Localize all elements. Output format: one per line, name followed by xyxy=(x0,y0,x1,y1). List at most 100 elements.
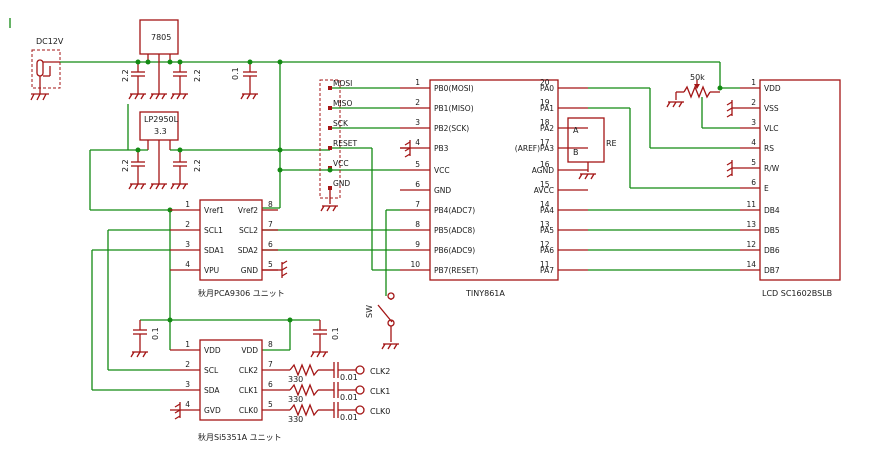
mcu-pin-number: 12 xyxy=(540,240,550,249)
mcu-body xyxy=(429,79,559,281)
capacitor xyxy=(170,62,188,100)
pca-pin-number: 8 xyxy=(268,200,273,209)
mcu-pin-name: PA5 xyxy=(540,226,554,235)
si-pin-name: CLK0 xyxy=(239,406,258,415)
mcu-pin-number: 4 xyxy=(415,138,420,147)
mcu-pin-name: VCC xyxy=(434,166,450,175)
clk-output-label: CLK0 xyxy=(370,407,390,416)
ground-symbol xyxy=(726,160,740,178)
lcd-pin-number: 4 xyxy=(751,138,756,147)
mcu-pin-number: 2 xyxy=(415,98,420,107)
mcu-pin-name: PB3 xyxy=(434,144,449,153)
push-switch xyxy=(377,292,399,350)
ground-symbol xyxy=(149,92,167,100)
cap-value: 0.1 xyxy=(151,327,160,340)
mcu-pin-name: PA2 xyxy=(540,124,554,133)
mcu-tiny861a: TINY861A 1PB0(MOSI)2PB1(MISO)3PB2(SCK)4P… xyxy=(410,78,559,298)
capacitor xyxy=(128,150,146,190)
cap-value: 2.2 xyxy=(121,69,130,82)
mcu-pin-number: 6 xyxy=(415,180,420,189)
ground-symbol xyxy=(262,260,288,278)
si5351a-body xyxy=(199,339,263,421)
resistor-value: 330 xyxy=(288,375,303,384)
isp-pin-label: GND xyxy=(333,179,350,188)
resistor-value: 330 xyxy=(288,415,303,424)
isp-header: MOSI MISO SCK RESET VCC GND xyxy=(319,79,357,212)
regulator-lp2950l-label: LP2950L xyxy=(144,115,179,124)
ground-symbol xyxy=(30,92,49,101)
pca-pin-number: 2 xyxy=(185,220,190,229)
lcd-pin-name: VDD xyxy=(764,84,781,93)
dc-jack-pin xyxy=(36,59,44,77)
pca-pin-name: SCL1 xyxy=(204,226,223,235)
pca-pin-name: SDA2 xyxy=(238,246,259,255)
si-pin-number: 6 xyxy=(268,380,273,389)
lcd-pin-number: 2 xyxy=(751,98,756,107)
cap-value: 0.01 xyxy=(340,413,358,422)
mcu-pin-number: 16 xyxy=(540,160,550,169)
si-pin-number: 7 xyxy=(268,360,273,369)
mcu-pin-name: PB7(RESET) xyxy=(434,266,478,275)
lcd-pin-name: DB5 xyxy=(764,226,780,235)
mcu-pin-name: (AREF)PA3 xyxy=(515,144,554,153)
mcu-pin-number: 9 xyxy=(415,240,420,249)
pca-pin-name: VPU xyxy=(204,266,219,275)
ground-symbol xyxy=(726,100,740,118)
cap-value: 2.2 xyxy=(193,69,202,82)
pca-pin-number: 7 xyxy=(268,220,273,229)
mcu-pin-number: 3 xyxy=(415,118,420,127)
lcd-label: LCD SC1602BSLB xyxy=(762,289,832,298)
lcd-body xyxy=(759,79,841,281)
isp-pin-label: MOSI xyxy=(333,79,352,88)
isp-pin-label: SCK xyxy=(333,119,349,128)
encoder-pin-a: A xyxy=(573,126,579,135)
resistor-value: 330 xyxy=(288,395,303,404)
lcd-pin-number: 11 xyxy=(746,200,756,209)
mcu-label: TINY861A xyxy=(465,289,505,298)
si-pin-number: 1 xyxy=(185,340,190,349)
capacitor xyxy=(310,320,328,358)
si-pin-name: VDD xyxy=(204,346,221,355)
mcu-pin-name: GND xyxy=(434,186,451,195)
lcd-pin-number: 3 xyxy=(751,118,756,127)
mcu-pin-number: 7 xyxy=(415,200,420,209)
capacitor xyxy=(170,150,188,190)
switch-label: SW xyxy=(365,305,374,318)
isp-pin-label: MISO xyxy=(333,99,352,108)
si-pin-name: CLK2 xyxy=(239,366,258,375)
mcu-pin-name: PA0 xyxy=(540,84,554,93)
regulator-lp2950l-voltage: 3.3 xyxy=(154,127,167,136)
clk1-output-chain xyxy=(289,382,365,398)
lcd-module: LCD SC1602BSLB 1VDD2VSS3VLC4RS5R/W6E11DB… xyxy=(740,78,841,298)
si-pin-number: 4 xyxy=(185,400,190,409)
si-pin-number: 2 xyxy=(185,360,190,369)
mcu-pin-number: 14 xyxy=(540,200,550,209)
pca9306-module: 秋月PCA9306 ユニット 1Vref12SCL13SDA14VPU8Vref… xyxy=(185,199,285,298)
lcd-pin-name: VLC xyxy=(764,124,779,133)
pca-pin-name: Vref2 xyxy=(238,206,258,215)
lcd-pin-name: E xyxy=(764,184,769,193)
mcu-pin-number: 20 xyxy=(540,78,550,87)
pca-pin-number: 5 xyxy=(268,260,273,269)
mcu-pin-name: PB0(MOSI) xyxy=(434,84,474,93)
lcd-pin-name: DB4 xyxy=(764,206,780,215)
si-pin-name: SCL xyxy=(204,366,219,375)
cap-value: 2.2 xyxy=(193,159,202,172)
lcd-pin-name: R/W xyxy=(764,164,780,173)
mcu-pin-number: 10 xyxy=(410,260,420,269)
encoder-pin-b: B xyxy=(573,148,579,157)
pot-value: 50k xyxy=(690,73,705,82)
si5351a-module: 秋月Si5351A ユニット 1VDD2SCL3SDA4GVD8VDD7CLK2… xyxy=(185,339,282,442)
lcd-pin-name: DB7 xyxy=(764,266,780,275)
mcu-pin-name: PA6 xyxy=(540,246,554,255)
lcd-pin-number: 6 xyxy=(751,178,756,187)
mcu-pin-name: AGND xyxy=(532,166,554,175)
lcd-pin-number: 13 xyxy=(746,220,756,229)
mcu-pin-number: 13 xyxy=(540,220,550,229)
mcu-pin-number: 19 xyxy=(540,98,550,107)
ground-symbol xyxy=(170,402,181,420)
mcu-pin-name: AVCC xyxy=(534,186,554,195)
mcu-pin-number: 11 xyxy=(540,260,550,269)
pca-pin-number: 6 xyxy=(268,240,273,249)
mcu-pin-name: PA7 xyxy=(540,266,554,275)
